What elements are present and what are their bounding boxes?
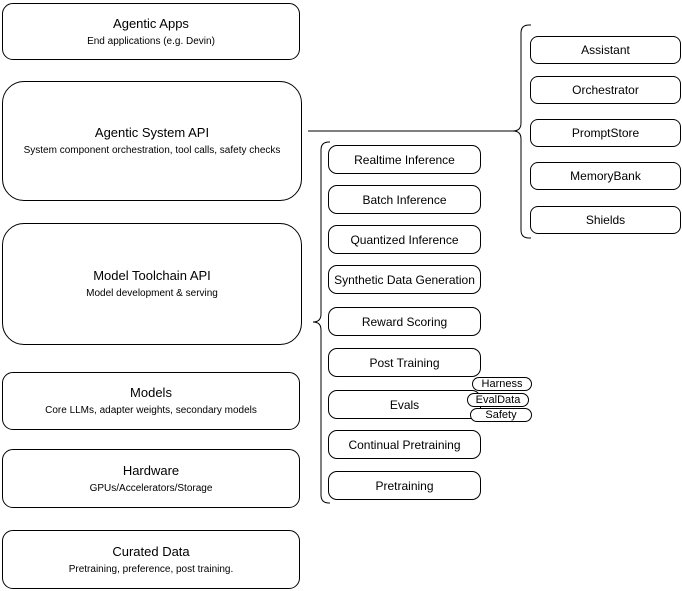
badge-label: Harness <box>481 378 523 390</box>
layer-subtitle: GPUs/Accelerators/Storage <box>89 482 213 494</box>
service-label: Batch Inference <box>362 192 447 207</box>
component-label: Assistant <box>581 43 630 57</box>
layer-box-agentic-apps: Agentic Apps End applications (e.g. Devi… <box>2 3 300 60</box>
layer-subtitle: Core LLMs, adapter weights, secondary mo… <box>45 405 257 416</box>
service-label: Reward Scoring <box>361 314 448 329</box>
layer-subtitle: Pretraining, preference, post training. <box>68 563 234 575</box>
badge-harness: Harness <box>472 377 532 391</box>
badge-label: Safety <box>485 409 517 421</box>
badge-safety: Safety <box>470 408 532 422</box>
service-label: Quantized Inference <box>350 232 459 247</box>
service-label: Realtime Inference <box>354 152 455 167</box>
component-box-memorybank: MemoryBank <box>530 162 681 190</box>
service-label: Continual Pretraining <box>348 437 461 452</box>
service-label: Pretraining <box>375 478 434 493</box>
component-box-orchestrator: Orchestrator <box>530 76 681 104</box>
component-label: Shields <box>585 213 626 227</box>
layer-subtitle: Model development & serving <box>86 288 218 299</box>
layer-box-model-toolchain-api: Model Toolchain API Model development & … <box>2 223 302 345</box>
component-label: PromptStore <box>571 126 640 140</box>
service-box-continual-pretraining: Continual Pretraining <box>328 430 481 459</box>
component-box-shields: Shields <box>530 206 681 234</box>
service-box-reward-scoring: Reward Scoring <box>328 307 481 336</box>
component-label: Orchestrator <box>572 83 639 97</box>
layer-title: Hardware <box>122 462 180 478</box>
service-label: Post Training <box>369 355 440 370</box>
service-box-quantized-inference: Quantized Inference <box>328 225 481 254</box>
layer-title: Models <box>130 385 172 400</box>
service-box-synthetic-data-generation: Synthetic Data Generation <box>328 265 481 294</box>
service-label: Evals <box>389 397 420 412</box>
layer-box-models: Models Core LLMs, adapter weights, secon… <box>2 372 300 430</box>
component-box-promptstore: PromptStore <box>530 119 681 147</box>
layer-subtitle: End applications (e.g. Devin) <box>87 35 215 47</box>
layer-box-agentic-system-api: Agentic System API System component orch… <box>2 81 302 201</box>
service-box-pretraining: Pretraining <box>328 471 481 500</box>
system-components-brace <box>512 24 531 239</box>
service-box-realtime-inference: Realtime Inference <box>328 145 481 174</box>
service-box-post-training: Post Training <box>328 348 481 377</box>
layer-title: Agentic Apps <box>113 15 189 31</box>
component-label: MemoryBank <box>570 169 641 183</box>
layer-title: Curated Data <box>112 543 190 559</box>
service-box-evals: Evals <box>328 390 481 419</box>
layer-subtitle: System component orchestration, tool cal… <box>23 145 281 156</box>
badge-label: EvalData <box>475 394 521 406</box>
layer-title: Model Toolchain API <box>93 268 211 283</box>
badge-evaldata: EvalData <box>467 393 529 407</box>
service-box-batch-inference: Batch Inference <box>328 185 481 214</box>
layer-box-hardware: Hardware GPUs/Accelerators/Storage <box>2 449 300 508</box>
component-box-assistant: Assistant <box>530 36 681 64</box>
layer-title: Agentic System API <box>94 125 210 140</box>
layer-box-curated-data: Curated Data Pretraining, preference, po… <box>2 530 300 589</box>
service-label: Synthetic Data Generation <box>334 272 475 287</box>
